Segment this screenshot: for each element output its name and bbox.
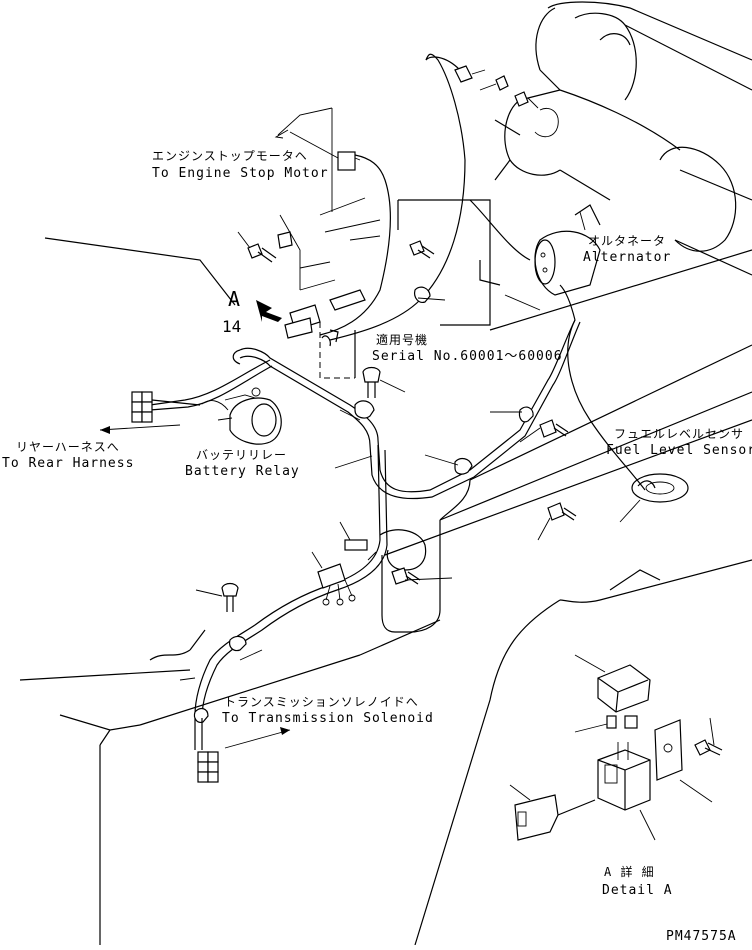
alternator-label-en: Alternator [583,250,671,265]
frame-outline [19,237,752,946]
view-letter: A [228,287,240,311]
rear-harness-connector [131,391,201,423]
relay-bracket [279,197,381,347]
engine-outline [494,1,752,276]
alternator-label-jp: オルタネータ [588,234,666,248]
trans-label-en: To Transmission Solenoid [222,711,434,726]
fuel-label-en: Fuel Level Sensor [606,443,752,458]
battery-label-en: Battery Relay [185,464,300,479]
rear-label-en: To Rear Harness [2,456,134,471]
detail-label-en: Detail A [602,883,673,898]
alternator [534,204,601,296]
fuel-label-jp: フュエルレベルセンサ [614,427,744,441]
engine-stop-label-jp: エンジンストップモータヘ [152,149,308,163]
leader-lines [99,131,522,681]
labels: エンジンストップモータヘ To Engine Stop Motor オルタネータ… [2,149,752,944]
view-arrow [256,300,282,322]
alternator-connectors [454,65,539,109]
battery-label-jp: バッテリリレー [196,448,287,462]
serial-box [319,199,541,379]
fuel-level-sensor [619,473,689,523]
transmission-connector [194,718,291,783]
detail-label-jp: A 詳 細 [604,864,655,879]
harness-clamps [193,231,534,723]
serial-label-jp: 適用号機 [376,332,428,347]
engine-stop-label-en: To Engine Stop Motor [152,166,329,181]
drawing-number: PM47575A [666,929,737,944]
battery-relay [201,387,282,445]
lower-connector-cluster [311,521,377,606]
view-number: 14 [222,317,241,336]
detail-a-inset [509,654,723,841]
trans-label-jp: トランスミッションソレノイドへ [224,695,419,709]
serial-label-en: Serial No.60001～60006 [372,349,563,364]
main-harness [149,53,646,719]
bolts [195,231,577,612]
engine-stop-connector [274,107,361,212]
rear-label-jp: リヤーハーネスへ [16,440,120,454]
